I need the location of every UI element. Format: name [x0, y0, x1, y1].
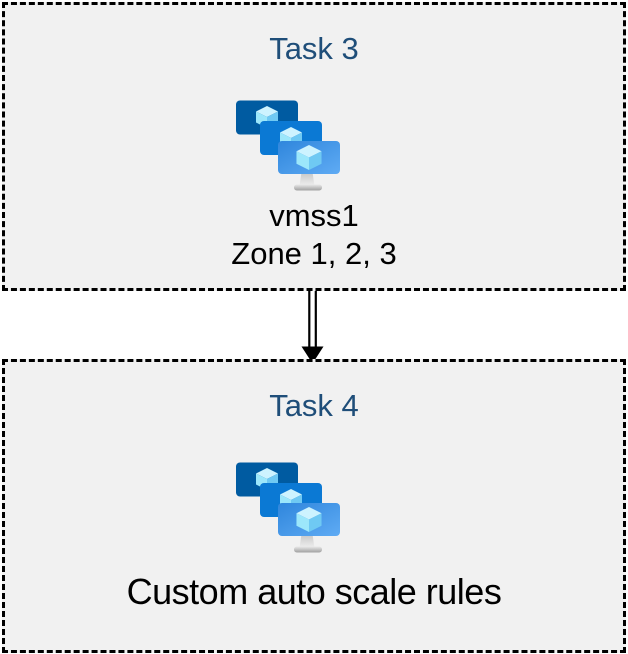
task3-labels: vmss1 Zone 1, 2, 3: [5, 197, 623, 273]
task4-title: Task 4: [269, 388, 359, 423]
vm-scale-sets-icon-graphic: [236, 462, 341, 553]
vm-scale-sets-icon: [236, 100, 341, 191]
task4-labels: Custom auto scale rules: [5, 570, 623, 614]
down-arrow-icon: [301, 291, 324, 364]
vm-scale-sets-icon: [236, 462, 341, 553]
custom-autoscale-label: Custom auto scale rules: [126, 571, 502, 612]
task3-title: Task 3: [269, 31, 359, 66]
task4-box: Task 4 Custom auto scale rules: [2, 359, 626, 653]
vmss-name-label: vmss1: [269, 198, 359, 233]
vm-scale-sets-icon-graphic: [236, 100, 341, 191]
task3-box: Task 3 vmss1 Zone 1, 2, 3: [2, 2, 626, 291]
zones-label: Zone 1, 2, 3: [231, 236, 397, 271]
